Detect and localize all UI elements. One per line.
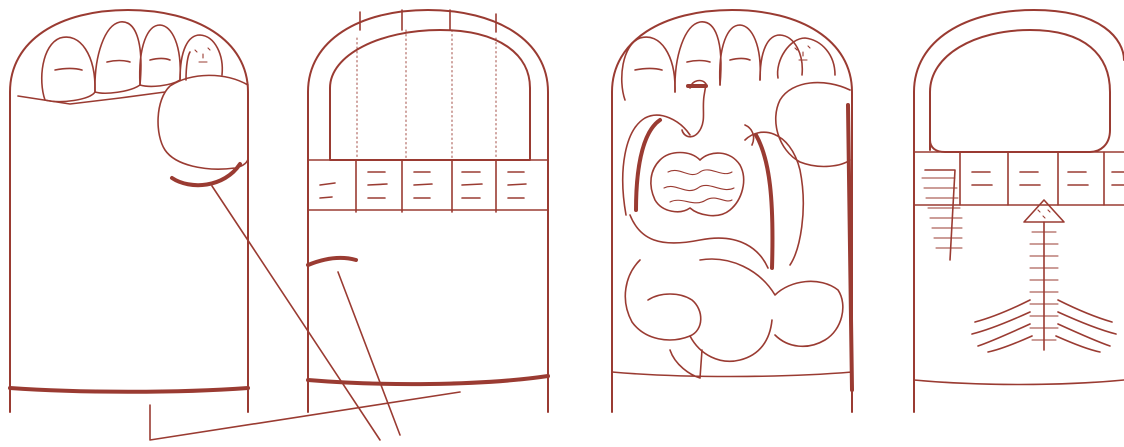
heel-line-top-2 xyxy=(308,258,356,265)
heel-line-top xyxy=(172,164,240,185)
panel-1-toes-and-heel xyxy=(10,10,380,440)
intestine-icon xyxy=(651,153,744,216)
panel-4-outline xyxy=(914,10,1124,412)
panel-4-spine xyxy=(914,10,1124,412)
panel-3-digestive-organs xyxy=(612,10,852,412)
heel-line-bottom xyxy=(10,388,248,392)
kidney-icon xyxy=(776,83,850,167)
pointer-line-1 xyxy=(212,186,380,440)
stomach-icon xyxy=(682,81,754,145)
heel-line-bottom-2 xyxy=(308,376,548,384)
panel-2-toe-grid xyxy=(150,10,548,440)
face-icon xyxy=(778,38,835,78)
panel-3-outline xyxy=(612,10,852,412)
panel-2-outline xyxy=(308,10,548,412)
panel-2-inner-frame xyxy=(330,30,530,160)
heel-line-bottom-4 xyxy=(914,380,1124,385)
pointer-line-2 xyxy=(150,272,460,440)
lower-organs xyxy=(612,259,852,378)
colon-icon xyxy=(623,115,804,268)
toe-icon xyxy=(622,22,803,100)
heel-ball-outline xyxy=(158,75,248,169)
spine-icon xyxy=(922,170,1064,350)
grid-icon xyxy=(308,10,548,212)
panel-1-outline xyxy=(10,10,248,412)
panel-4-inner-frame xyxy=(930,30,1110,152)
toe-icon xyxy=(18,22,222,104)
